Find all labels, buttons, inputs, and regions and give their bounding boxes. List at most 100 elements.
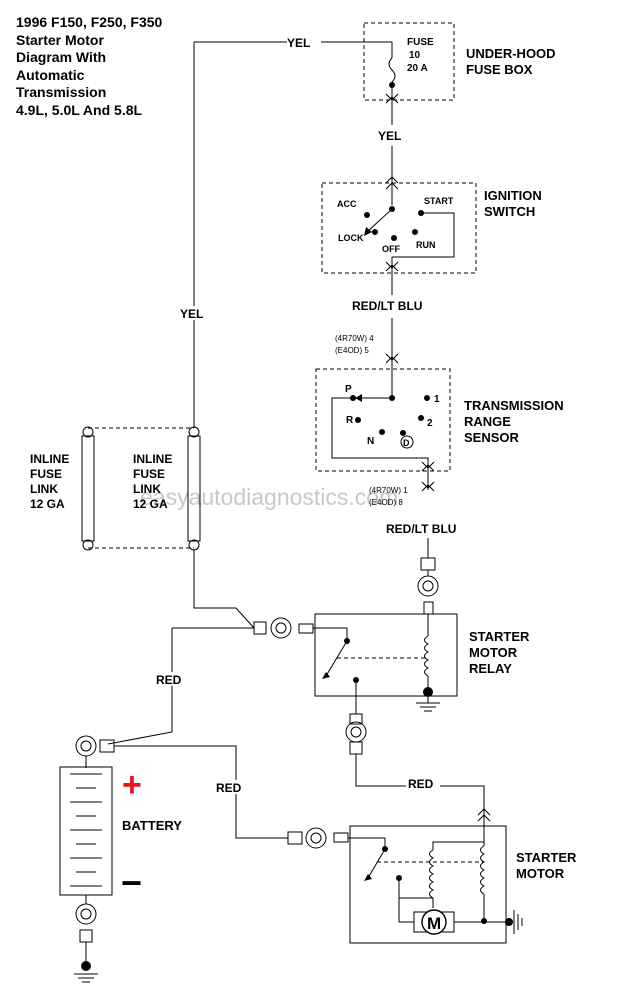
fuse-box-label: UNDER-HOOD xyxy=(466,46,556,61)
fuse-link-end xyxy=(188,426,200,438)
connector-icon xyxy=(477,808,491,816)
n-contact-dot xyxy=(379,429,385,435)
starter-relay: STARTER MOTOR RELAY xyxy=(313,613,530,714)
connector-icon xyxy=(385,353,399,361)
lock-label: LOCK xyxy=(338,233,364,243)
label-mask xyxy=(287,36,321,48)
title-line: Starter Motor xyxy=(16,31,104,48)
watermark: easyautodiagnostics.com xyxy=(140,484,398,510)
ignition-label: SWITCH xyxy=(484,204,535,219)
relay-input xyxy=(313,627,348,638)
arrow-icon xyxy=(322,672,330,679)
one-label: 1 xyxy=(434,394,440,405)
arrow-icon xyxy=(364,874,372,881)
ring-terminal-hole xyxy=(310,832,322,844)
two-label: 2 xyxy=(427,418,433,429)
ring-terminal-icon xyxy=(305,827,327,849)
connector-body xyxy=(99,739,115,753)
ring-terminal-hole xyxy=(275,622,287,634)
coil-bridge xyxy=(432,841,484,850)
trs-label: RANGE xyxy=(464,414,511,429)
acc-contact-dot xyxy=(364,212,370,218)
fuse-number: 10 xyxy=(409,50,421,61)
wire-label-yel: YEL xyxy=(180,307,203,321)
ring-terminal-icon xyxy=(417,575,439,597)
fuse-link-label: INLINE xyxy=(30,452,69,466)
off-contact-dot xyxy=(391,235,397,241)
connector-body xyxy=(349,741,363,755)
hold-in-coil-icon xyxy=(429,849,435,899)
relay-box xyxy=(314,613,458,697)
ground-dot xyxy=(505,918,513,926)
battery-case xyxy=(59,766,113,896)
wire-label-red-lt-blu: RED/LT BLU xyxy=(352,299,422,313)
connector-icon xyxy=(385,261,399,269)
pull-in-coil-icon xyxy=(480,845,486,895)
start-output-wire xyxy=(391,212,455,295)
wire-label-yel: YEL xyxy=(378,129,401,143)
connector-body xyxy=(253,621,267,635)
pin-label: (E4OD) 8 xyxy=(369,498,403,507)
starter-motor: M STARTER MOTOR xyxy=(348,825,577,944)
fuse-link-label: FUSE xyxy=(30,467,62,481)
fuse-link-end xyxy=(82,426,94,438)
fuse-link-label: 12 GA xyxy=(133,497,168,511)
lock-contact-dot xyxy=(372,229,378,235)
p-label: P xyxy=(345,384,352,395)
arrow-icon xyxy=(355,394,362,402)
ignition-label: IGNITION xyxy=(484,188,542,203)
trs-label: SENSOR xyxy=(464,430,520,445)
connector-body xyxy=(79,929,93,943)
starter-label: MOTOR xyxy=(516,866,565,881)
connector-icon xyxy=(421,464,435,472)
junction-dot xyxy=(481,918,487,924)
ring-terminal-icon xyxy=(75,735,97,757)
fuse-link-label: LINK xyxy=(133,482,161,496)
run-contact-dot xyxy=(412,229,418,235)
relay-coil-icon xyxy=(424,635,430,677)
ring-terminal-icon xyxy=(270,617,292,639)
ring-terminal-hole xyxy=(422,580,434,592)
ground-dot xyxy=(423,687,433,697)
connector-icon xyxy=(385,96,399,104)
trs-label: TRANSMISSION xyxy=(464,398,564,413)
connector-icon xyxy=(385,176,399,184)
connector-icon xyxy=(385,182,399,190)
connector-icon xyxy=(421,461,435,469)
ground-dot xyxy=(81,961,91,971)
plus-icon: + xyxy=(122,766,142,804)
off-label: OFF xyxy=(382,244,400,254)
ignition-switch: ACC START LOCK OFF RUN IGNITION SWITCH xyxy=(321,176,542,295)
trs-output-wire xyxy=(331,397,429,490)
title-line: Automatic xyxy=(16,66,85,83)
connector-icon xyxy=(385,356,399,364)
fuse-link-label: 12 GA xyxy=(30,497,65,511)
relay-terminal xyxy=(349,713,363,725)
wire-label-yel: YEL xyxy=(287,36,310,50)
r-label: R xyxy=(346,415,354,426)
inline-fuse-links: INLINE FUSE LINK 12 GA INLINE FUSE LINK … xyxy=(30,426,201,551)
switch-blade xyxy=(366,208,393,233)
label-mask xyxy=(155,672,189,686)
r-contact-dot xyxy=(355,417,361,423)
label-mask xyxy=(406,776,440,790)
wire-label-red: RED xyxy=(156,673,182,687)
fuse-rating: 20 A xyxy=(407,63,428,74)
fuse-link-label: LINK xyxy=(30,482,58,496)
d-contact-dot xyxy=(400,430,406,436)
relay-label: RELAY xyxy=(469,661,512,676)
motor-icon xyxy=(421,909,447,935)
relay-label: STARTER xyxy=(469,629,530,644)
fuse-box: YEL FUSE 10 20 A UNDER-HOOD FUSE BOX xyxy=(194,22,556,125)
diagram-title: 1996 F150, F250, F350 Starter Motor Diag… xyxy=(16,14,216,119)
fuse-link-label: INLINE xyxy=(133,452,172,466)
ring-terminal-icon xyxy=(75,903,97,925)
fuse-link-label: FUSE xyxy=(133,467,165,481)
starter-box xyxy=(349,825,507,944)
relay-label: MOTOR xyxy=(469,645,518,660)
fuse-box-label: FUSE BOX xyxy=(466,62,533,77)
fuse-link-output-wire xyxy=(193,550,255,629)
connector-icon xyxy=(421,481,435,489)
